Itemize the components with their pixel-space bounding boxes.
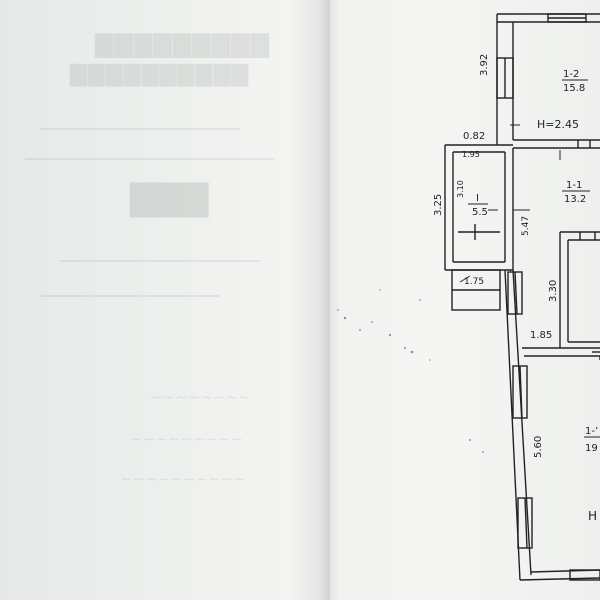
dim-hall-inner-height: 3.10 xyxy=(456,180,465,198)
dim-mid-wall: 5.47 xyxy=(521,216,531,236)
bleed-through-line xyxy=(40,128,240,130)
room-1-1: 1-1 13.2 xyxy=(562,180,590,205)
room-1-2: 1-2 15.8 xyxy=(562,69,588,94)
room-area: 13.2 xyxy=(564,194,586,205)
room-1-x: 1-’ 19 xyxy=(584,426,600,454)
right-page-background xyxy=(330,0,600,600)
room-I: I 5.5 xyxy=(468,193,488,218)
bleed-through-heading-1: ▇▇▇▇▇▇▇▇▇ xyxy=(95,30,271,58)
bleed-through-handwriting: ~~~~~~~~ xyxy=(150,388,251,406)
bleed-through-handwriting: ~~~~~~~~~~ xyxy=(120,470,246,488)
dim-room-inner-height: 3.30 xyxy=(548,280,559,302)
bleed-through-block: ▇▇▇ xyxy=(130,178,209,218)
bleed-through-heading-2: ▇▇▇▇▇▇▇▇▇▇ xyxy=(70,62,250,87)
room-number: I xyxy=(476,193,479,204)
ceiling-height-top: H=2.45 xyxy=(537,118,579,131)
dim-hall-bottom-width: 1.75 xyxy=(464,277,484,287)
left-page-background xyxy=(0,0,330,600)
room-number: 1-1 xyxy=(566,180,582,191)
dim-lower-room-height: 5.60 xyxy=(533,436,544,458)
bleed-through-line xyxy=(40,295,220,297)
page-fold-shadow xyxy=(318,0,340,600)
dim-hall-height: 3.25 xyxy=(433,194,444,216)
room-number: 1-’ xyxy=(585,426,598,437)
dim-hall-inner-width: 1.95 xyxy=(462,150,480,159)
room-number: 1-2 xyxy=(563,69,579,80)
dim-hall-top-width: 0.82 xyxy=(463,131,485,142)
dim-corridor-width: 1.85 xyxy=(530,330,552,341)
bleed-through-handwriting: ~~~~~~~~~ xyxy=(130,430,244,448)
room-area: 19 xyxy=(585,443,598,454)
bleed-through-line xyxy=(60,260,260,262)
ceiling-height-bottom: H xyxy=(588,509,597,523)
bleed-through-line xyxy=(25,158,275,160)
dim-top-left-height: 3.92 xyxy=(479,54,490,76)
room-area: 5.5 xyxy=(472,207,488,218)
room-area: 15.8 xyxy=(563,83,585,94)
